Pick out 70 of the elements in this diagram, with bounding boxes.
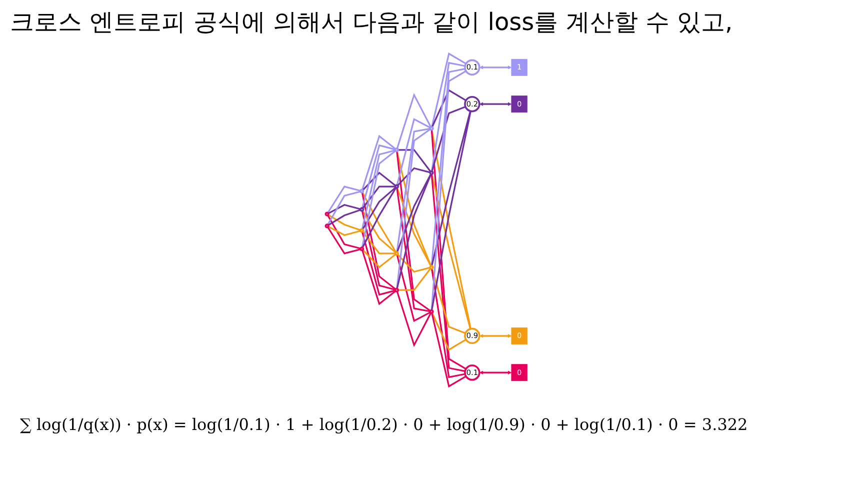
connector — [328, 226, 361, 236]
connector — [431, 174, 472, 330]
node-circle — [394, 184, 400, 189]
connector — [398, 268, 432, 291]
connector — [431, 312, 466, 351]
connector — [396, 174, 432, 252]
node-circle — [394, 288, 400, 292]
node-circle — [324, 224, 330, 228]
connector — [362, 186, 396, 230]
connector — [430, 174, 466, 372]
arrow — [479, 334, 512, 338]
connector — [431, 110, 472, 310]
node-circle — [429, 170, 434, 176]
formula: ∑ log(1/q(x)) · p(x) = log(1/0.1) · 1 + log(1/0.2) · 0 + log(1/0.9) · 0 + log(1/0.1) · 0 = 3.322 — [20, 415, 749, 434]
connector — [430, 68, 466, 266]
arrow — [479, 370, 512, 375]
connector — [362, 134, 396, 190]
connector — [328, 204, 361, 214]
node-circle — [429, 264, 434, 270]
node-circle — [360, 207, 364, 212]
connector — [396, 174, 432, 289]
connector — [431, 110, 472, 266]
connector — [327, 190, 361, 226]
connector — [327, 186, 361, 214]
node-circle — [360, 246, 364, 252]
connector — [327, 214, 361, 250]
connector — [431, 89, 466, 128]
connector — [362, 210, 396, 291]
connector — [362, 149, 396, 230]
connector — [396, 291, 432, 348]
connector — [361, 192, 396, 290]
arrow — [479, 65, 512, 70]
connector — [430, 130, 466, 370]
node-circle — [429, 309, 434, 314]
node-circle — [394, 251, 400, 256]
connector — [398, 149, 432, 172]
connector — [361, 150, 396, 248]
connector — [362, 231, 396, 254]
title: 크로스 엔트로피 공식에 의해서 다음과 같이 loss를 계산할 수 있고, — [10, 7, 733, 38]
connector — [396, 188, 430, 312]
connector — [362, 210, 396, 254]
connector — [362, 144, 396, 208]
connector — [431, 268, 466, 378]
connector — [328, 214, 361, 231]
connector — [327, 226, 361, 254]
connector — [430, 70, 466, 310]
connector — [396, 254, 431, 322]
connector — [362, 232, 396, 296]
arrow — [479, 102, 512, 106]
connector — [396, 151, 432, 266]
connector — [396, 128, 431, 289]
node-circle — [324, 212, 330, 216]
node-circle — [360, 188, 364, 194]
connector — [396, 151, 431, 312]
connector — [431, 268, 466, 334]
node-circle — [360, 228, 364, 233]
connector — [362, 250, 396, 306]
connector — [431, 62, 466, 172]
connector — [431, 312, 466, 388]
connector — [431, 106, 466, 172]
node-circle — [429, 126, 434, 131]
connector — [396, 188, 432, 266]
connector — [362, 186, 396, 209]
connector — [431, 130, 472, 330]
node-circle — [394, 148, 400, 152]
connector — [396, 92, 432, 149]
connector — [431, 52, 466, 128]
connector — [396, 128, 430, 252]
connector — [328, 209, 361, 226]
connector — [396, 118, 431, 186]
